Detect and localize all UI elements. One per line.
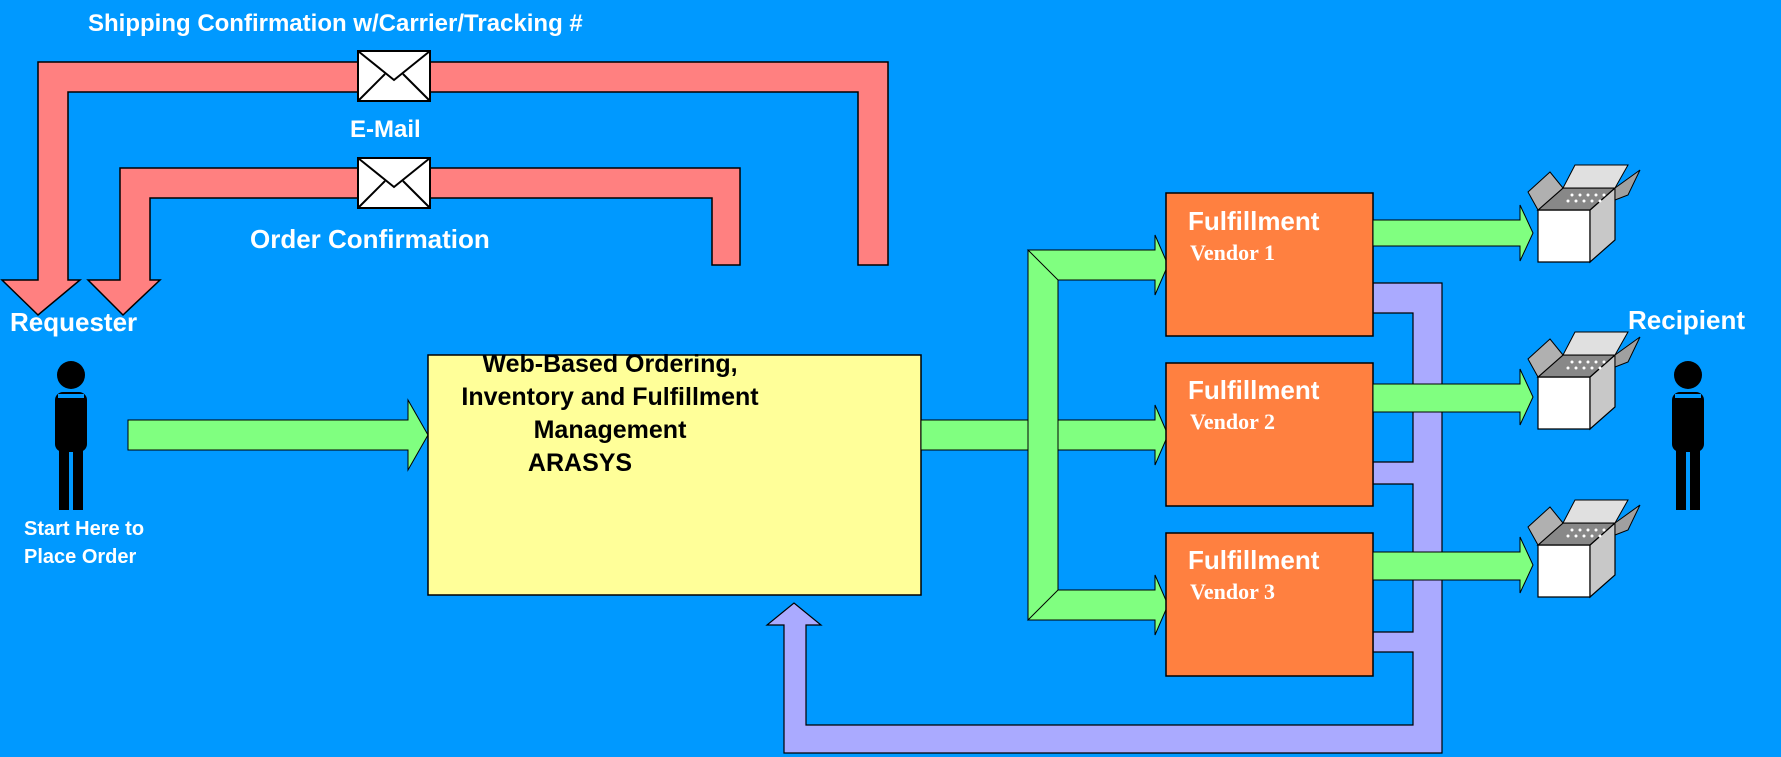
- shipping-confirmation-label: Shipping Confirmation w/Carrier/Tracking…: [88, 10, 583, 37]
- system-label-line2: Inventory and Fulfillment: [461, 383, 759, 411]
- vendor-1-name: Vendor 1: [1190, 240, 1275, 265]
- vendor-label-1: Fulfillment Vendor 1: [1166, 205, 1398, 269]
- box-icon: [1527, 499, 1641, 599]
- person-icon: [1672, 361, 1704, 510]
- email-label: E-Mail: [350, 116, 421, 143]
- distribution-arrows: [920, 234, 1169, 636]
- requester-label: Requester: [10, 307, 138, 337]
- start-here-line2: Place Order: [24, 546, 137, 568]
- vendor-1-title: Fulfillment: [1188, 206, 1320, 236]
- start-here-line1: Start Here to: [24, 518, 145, 540]
- vendor-label-2: Fulfillment Vendor 2: [1166, 374, 1398, 438]
- system-label-line3: Management: [533, 416, 687, 444]
- recipient-label: Recipient: [1628, 305, 1746, 335]
- box-icon: [1527, 331, 1641, 431]
- vendor-box-3: [1165, 532, 1374, 677]
- vendor-label-3: Fulfillment Vendor 3: [1166, 544, 1398, 608]
- order-flow-arrow: [127, 398, 429, 472]
- person-icon: [55, 361, 87, 510]
- vendor-2-title: Fulfillment: [1188, 375, 1320, 405]
- system-label-line1: Web-Based Ordering,: [482, 350, 738, 378]
- vendor-3-title: Fulfillment: [1188, 545, 1320, 575]
- vendor-3-name: Vendor 3: [1190, 579, 1275, 604]
- vendor-feedback-arrows: [765, 282, 1443, 754]
- shipment-arrows: [1372, 204, 1534, 594]
- vendor-box-2: [1165, 362, 1374, 507]
- system-label: Web-Based Ordering, Inventory and Fulfil…: [430, 348, 790, 480]
- box-icon: [1527, 164, 1641, 264]
- start-here-label: Start Here to Place Order: [24, 515, 144, 571]
- system-box: [427, 354, 922, 596]
- order-confirmation-label: Order Confirmation: [250, 224, 490, 254]
- shipping-confirmation-arrow: [0, 61, 889, 317]
- envelope-icon: [357, 50, 431, 102]
- vendor-2-name: Vendor 2: [1190, 409, 1275, 434]
- envelope-icon: [357, 157, 431, 209]
- system-label-line4: ARASYS: [527, 449, 633, 477]
- vendor-box-1: [1165, 192, 1374, 337]
